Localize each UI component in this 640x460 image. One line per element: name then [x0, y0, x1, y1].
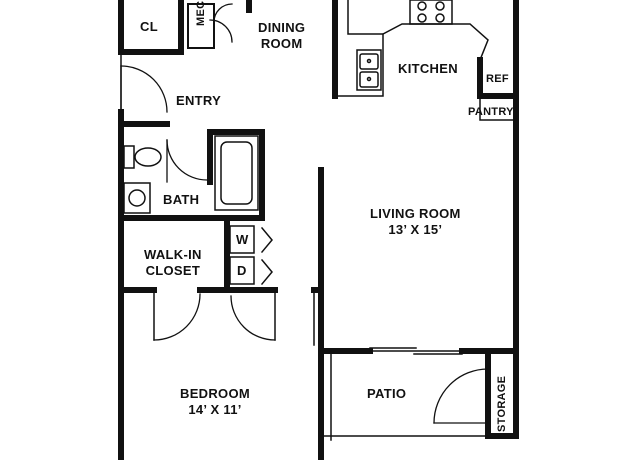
bedroom-size: 14’ X 11’	[188, 402, 242, 417]
bathtub-basin	[220, 141, 253, 205]
living-room-size: 13’ X 15’	[388, 222, 443, 237]
dining-room-label: DINING ROOM	[258, 20, 305, 52]
counter-left	[334, 0, 384, 97]
kitchen-label: KITCHEN	[398, 61, 458, 76]
bath-fixtures	[123, 135, 259, 214]
dryer-box	[229, 256, 255, 285]
walk-in-closet-label-line1: WALK-IN	[144, 247, 202, 262]
vanity-sink	[128, 189, 146, 207]
walk-in-closet-label-line2: CLOSET	[145, 263, 201, 278]
vanity	[123, 182, 151, 214]
walk-in-closet-label: WALK-IN CLOSET	[144, 247, 202, 279]
burner-3	[417, 13, 427, 23]
laundry-door-1	[260, 226, 273, 254]
bedroom-label: BEDROOM 14’ X 11’	[180, 386, 250, 418]
toilet-tank	[123, 145, 135, 169]
burner-2	[435, 1, 445, 11]
toilet-bowl	[134, 147, 162, 167]
entry-door-swing	[120, 65, 168, 113]
mech-label: MECH	[195, 0, 207, 26]
pantry-label: PANTRY	[468, 106, 514, 118]
bedroom-name: BEDROOM	[180, 386, 250, 401]
closet-door-swing	[153, 293, 201, 341]
storage-door-swing	[433, 368, 489, 424]
mech-cabinet	[187, 3, 215, 49]
dryer-label: D	[237, 263, 247, 278]
closet-label: CL	[140, 19, 158, 34]
dining-room-label-line1: DINING	[258, 20, 306, 35]
patio-label: PATIO	[367, 386, 407, 401]
burner-4	[435, 13, 445, 23]
walls	[118, 0, 519, 460]
dining-room-label-line2: ROOM	[260, 36, 303, 51]
washer-box	[229, 225, 255, 254]
dining-door-swing-2	[213, 3, 233, 23]
living-room-label: LIVING ROOM 13’ X 15’	[370, 206, 461, 238]
kitchen-fixtures	[334, 0, 517, 121]
storage-label: STORAGE	[496, 375, 508, 432]
laundry	[229, 225, 273, 286]
kitchen-sink	[356, 49, 382, 91]
pantry-box	[479, 95, 517, 121]
cooktop	[409, 0, 453, 25]
bath-door-swing	[166, 139, 208, 181]
bedroom-door-swing	[230, 295, 276, 341]
laundry-door-2	[260, 258, 273, 286]
living-room-name: LIVING ROOM	[370, 206, 461, 221]
bathtub	[214, 135, 259, 211]
entry-label: ENTRY	[176, 93, 222, 108]
burner-1	[417, 1, 427, 11]
washer-label: W	[236, 232, 249, 247]
ref-label: REF	[486, 73, 509, 85]
bath-label: BATH	[163, 192, 200, 207]
counter-island	[381, 23, 489, 61]
thin-lines	[119, 0, 489, 441]
